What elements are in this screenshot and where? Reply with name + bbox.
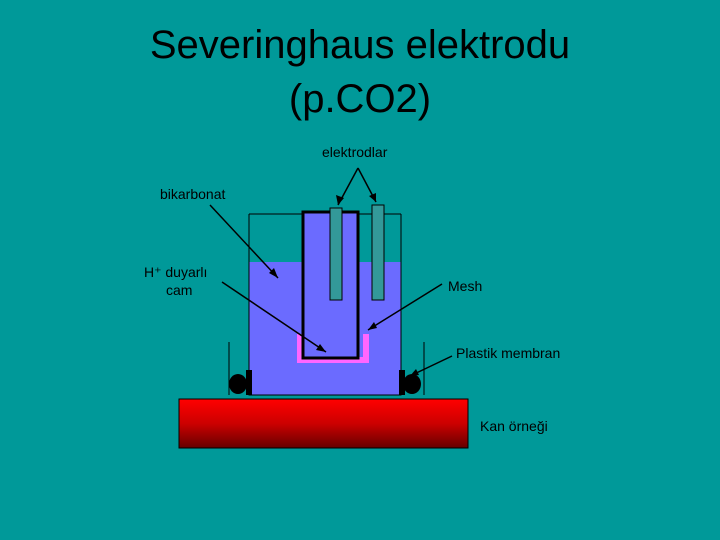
label-bicarbonate: bikarbonat — [160, 186, 226, 202]
arrowhead-glass — [316, 344, 326, 352]
arrow-glass — [221, 281, 327, 353]
arrowhead-membrane — [410, 369, 419, 376]
label-blood-sample: Kan örneği — [480, 418, 548, 434]
container-outline — [248, 214, 402, 396]
o-ring-left — [229, 374, 247, 394]
arrowhead-electrodes-left — [336, 195, 344, 205]
blood-sample-block — [178, 398, 469, 449]
o-ring-right — [403, 374, 421, 394]
electrode-left — [329, 207, 343, 301]
clamp-left-bar — [246, 370, 252, 395]
label-electrodes: elektrodlar — [322, 144, 388, 160]
slide-title-line2: (p.CO2) — [288, 77, 432, 121]
label-glass-line1: H⁺ duyarlı — [144, 264, 208, 280]
label-glass-line2: cam — [166, 282, 193, 298]
arrow-mesh — [367, 283, 443, 331]
slide-title-line1: Severinghaus elektrodu — [149, 23, 571, 67]
arrow-bicarbonate — [209, 204, 279, 279]
label-plastic-membrane: Plastik membran — [456, 345, 561, 361]
arrowhead-mesh — [368, 322, 377, 330]
electrode-right — [371, 204, 385, 301]
arrowhead-electrodes-right — [369, 193, 376, 202]
label-mesh: Mesh — [448, 278, 483, 294]
clamp-right-bar — [399, 370, 405, 395]
arrowhead-bicarbonate — [269, 268, 278, 278]
glass-electrode-u — [297, 334, 369, 363]
